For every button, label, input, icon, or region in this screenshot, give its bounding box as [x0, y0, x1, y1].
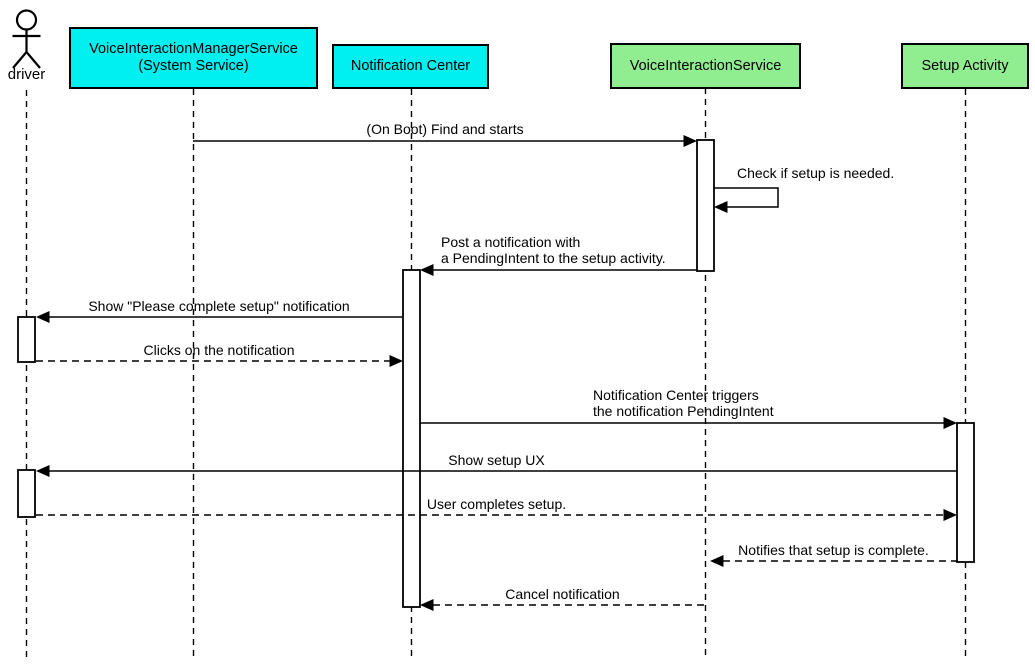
actor-driver [5, 5, 49, 75]
actor-driver-label: driver [7, 66, 46, 83]
activation-driver-1 [17, 316, 36, 363]
participant-setup-activity: Setup Activity [901, 43, 1029, 89]
message-label-notifies-setup-complete: Notifies that setup is complete. [738, 542, 929, 558]
participant-voice-interaction-manager-service: VoiceInteractionManagerService (System S… [69, 27, 318, 89]
message-label-clicks-notification: Clicks on the notification [143, 342, 295, 358]
arrowhead-right-icon [683, 135, 697, 147]
message-label-triggers-pendingintent: Notification Center triggers the notific… [593, 387, 774, 419]
arrowhead-right-icon [943, 417, 957, 429]
arrowhead-right-icon [943, 509, 957, 521]
message-label-cancel-notification: Cancel notification [505, 586, 620, 602]
message-label-show-setup-notification: Show "Please complete setup" notificatio… [88, 298, 350, 314]
arrowhead-right-icon [389, 355, 403, 367]
activation-driver-2 [17, 469, 36, 518]
arrowhead-left-icon [420, 264, 434, 276]
arrowhead-left-icon [714, 201, 728, 213]
arrowhead-left-icon [36, 465, 50, 477]
arrowhead-left-icon [420, 599, 434, 611]
message-label-on-boot-find-and-starts: (On Boot) Find and starts [366, 121, 524, 137]
message-line-check-if-setup-needed [714, 187, 779, 208]
participant-voice-interaction-service: VoiceInteractionService [610, 43, 801, 89]
arrowhead-left-icon [36, 311, 50, 323]
arrowhead-left-icon [710, 555, 724, 567]
participant-notification-center: Notification Center [332, 44, 489, 89]
activation-notification-center [402, 269, 421, 608]
message-label-show-setup-ux: Show setup UX [448, 452, 545, 468]
message-label-post-notification: Post a notification with a PendingIntent… [441, 234, 666, 266]
activation-voice-interaction-service [696, 139, 715, 272]
message-label-user-completes-setup: User completes setup. [426, 496, 567, 512]
stick-figure-icon [12, 9, 41, 69]
message-label-check-if-setup-needed: Check if setup is needed. [737, 165, 895, 181]
activation-setup-activity [956, 422, 975, 563]
